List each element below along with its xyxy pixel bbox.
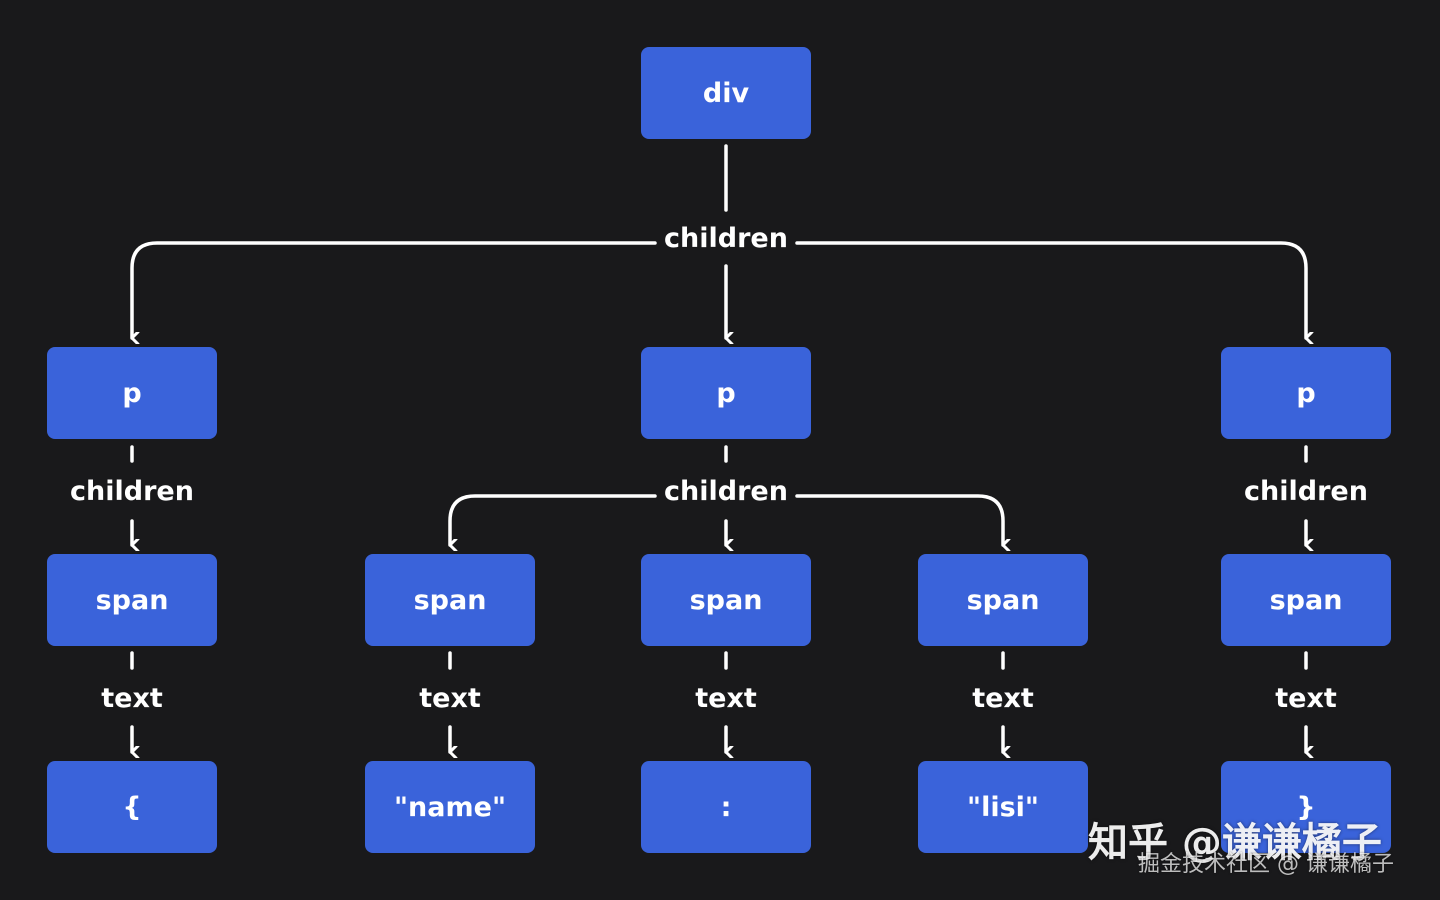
center-to-span-1: [448, 494, 657, 545]
node-p-left: p: [47, 347, 217, 439]
node-text-lisi: "lisi": [918, 761, 1088, 853]
edge-label-center-2-text: text: [695, 683, 757, 714]
node-text-name: "name": [365, 761, 535, 853]
node-text-colon: :: [641, 761, 811, 853]
edge-label-right-text: text: [1275, 683, 1337, 714]
edge-label-root-children: children: [664, 223, 788, 254]
edge-label-center-children: children: [664, 476, 788, 507]
edge-label-right-children: children: [1244, 476, 1368, 507]
edge-label-center-1-text: text: [419, 683, 481, 714]
edge-label-left-text: text: [101, 683, 163, 714]
node-span-center-2: span: [641, 554, 811, 646]
node-span-left: span: [47, 554, 217, 646]
root-to-right-p: [795, 241, 1306, 338]
node-p-center: p: [641, 347, 811, 439]
node-text-close-brace: }: [1221, 761, 1391, 853]
root-to-left-p: [130, 241, 657, 338]
node-span-center-3: span: [918, 554, 1088, 646]
watermark-juejin: 掘金技术社区 @ 谦谦橘子: [1138, 852, 1394, 877]
node-p-right: p: [1221, 347, 1391, 439]
node-text-open-brace: {: [47, 761, 217, 853]
center-to-span-3: [795, 494, 1003, 545]
node-span-center-1: span: [365, 554, 535, 646]
node-div: div: [641, 47, 811, 139]
node-span-right: span: [1221, 554, 1391, 646]
edge-label-center-3-text: text: [972, 683, 1034, 714]
watermark-zhihu: 知乎 @谦谦橘子: [1088, 820, 1382, 866]
edge-label-left-children: children: [70, 476, 194, 507]
